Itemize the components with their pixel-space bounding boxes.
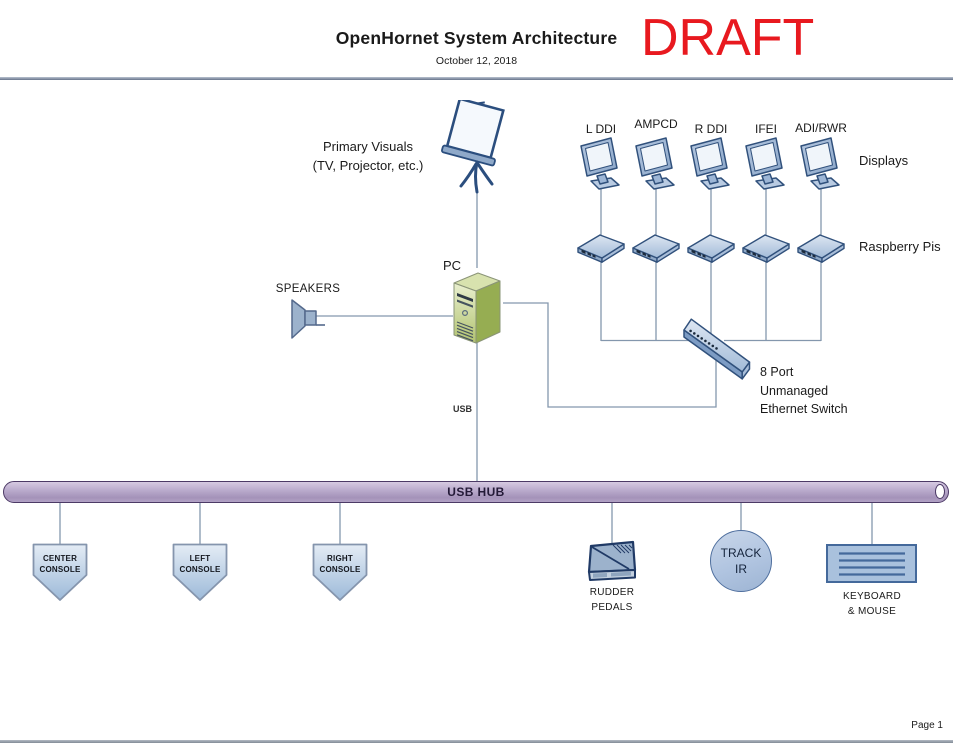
monitor-icon xyxy=(577,136,625,190)
display-label-ifei: IFEI xyxy=(754,122,777,136)
monitor-icon xyxy=(742,136,790,190)
raspberry-pi-icon xyxy=(740,231,792,263)
speakers-label: SPEAKERS xyxy=(275,283,341,295)
usb-hub-endcap xyxy=(935,484,945,499)
usb-hub-label: USB HUB xyxy=(447,485,505,499)
rudder-pedals-label: RUDDER PEDALS xyxy=(589,587,635,613)
raspberry-pi-icon xyxy=(685,231,737,263)
rudder-pedals-icon xyxy=(587,540,637,581)
speaker-icon xyxy=(291,299,325,339)
raspberry-pi-icon xyxy=(575,231,627,263)
footer-divider xyxy=(0,740,953,743)
keyboard-mouse-label: KEYBOARD & MOUSE xyxy=(843,591,901,617)
raspberry-pi-icon xyxy=(795,231,847,263)
page-date: October 12, 2018 xyxy=(435,55,518,67)
ethernet-switch-label: 8 Port Unmanaged Ethernet Switch xyxy=(760,365,848,416)
display-label-adirwr: ADI/RWR xyxy=(795,121,847,135)
display-label-ampcd: AMPCD xyxy=(634,117,678,131)
center-console-label: CENTER CONSOLE xyxy=(39,554,81,574)
usb-hub-bar: USB HUB xyxy=(3,481,949,503)
display-label-rddi: R DDI xyxy=(694,122,728,136)
monitor-icon xyxy=(797,136,845,190)
left-console-label: LEFT CONSOLE xyxy=(179,554,221,574)
right-console-label: RIGHT CONSOLE xyxy=(319,554,361,574)
primary-visuals-label: Primary Visuals (TV, Projector, etc.) xyxy=(312,139,424,173)
displays-group-label: Displays xyxy=(859,153,909,168)
header-divider xyxy=(0,77,953,80)
pc-tower-icon xyxy=(453,272,501,344)
raspberry-pis-group-label: Raspberry Pis xyxy=(859,239,941,254)
page-number: Page 1 xyxy=(911,720,943,731)
monitor-icon xyxy=(632,136,680,190)
pc-label: PC xyxy=(442,258,462,273)
draft-watermark: DRAFT xyxy=(641,9,815,67)
track-ir-circle: TRACK IR xyxy=(710,530,772,592)
usb-cable-label: USB xyxy=(452,404,472,414)
keyboard-icon xyxy=(826,544,917,583)
display-label-lddi: L DDI xyxy=(585,122,617,136)
ethernet-switch-icon xyxy=(683,318,751,380)
monitor-icon xyxy=(687,136,735,190)
page-title: OpenHornet System Architecture xyxy=(335,28,618,48)
projector-screen-icon xyxy=(441,100,505,194)
raspberry-pi-icon xyxy=(630,231,682,263)
